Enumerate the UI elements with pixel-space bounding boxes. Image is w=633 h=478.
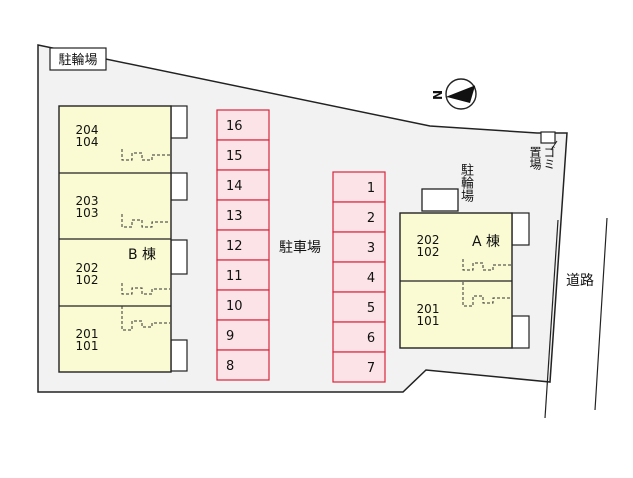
parking-left-space-11	[216, 259, 270, 291]
road-label: 道路	[566, 273, 594, 289]
garbage-area-label: ゴミ置場	[528, 146, 556, 170]
bicycle-parking-a-rack	[421, 188, 459, 212]
parking-right-space-7	[332, 351, 386, 383]
parking-right-space-3	[332, 231, 386, 263]
building-a-label: A 棟	[472, 234, 500, 250]
parking-right-number-5: 5	[367, 301, 375, 316]
building-b-unit-number: 102	[75, 273, 99, 287]
parking-right-number-2: 2	[367, 211, 375, 226]
parking-left-number-16: 16	[226, 119, 243, 134]
parking-right-number-1: 1	[367, 181, 375, 196]
parking-left-number-13: 13	[226, 209, 243, 224]
road-edge-right	[594, 217, 608, 411]
svg-text:N: N	[431, 90, 445, 100]
building-a-unit-number: 101	[416, 314, 440, 328]
parking-right-number-6: 6	[367, 331, 375, 346]
road-edge-left	[544, 219, 559, 419]
parking-left-number-8: 8	[226, 359, 234, 374]
garbage-box	[540, 131, 556, 144]
parking-right-space-5	[332, 291, 386, 323]
parking-left-number-11: 11	[226, 269, 243, 284]
parking-left-space-12	[216, 229, 270, 261]
building-b-unit-number: 203	[75, 194, 99, 208]
parking-right-number-4: 4	[367, 271, 375, 286]
parking-left-space-14	[216, 169, 270, 201]
parking-column-right: 1 2 3 4 5 6 7	[332, 171, 386, 383]
bicycle-parking-box	[49, 47, 107, 71]
parking-left-number-9: 9	[226, 329, 234, 344]
building-a: A 棟	[399, 212, 530, 349]
parking-left-space-13	[216, 199, 270, 231]
building-a-unit-number: 102	[416, 245, 440, 259]
parking-left-number-12: 12	[226, 239, 243, 254]
bicycle-parking-label: 駐輪場	[58, 52, 97, 68]
building-b-unit-number: 101	[75, 339, 99, 353]
parking-left-space-8	[216, 349, 270, 381]
parking-label: 駐車場	[279, 239, 321, 256]
parking-left-space-9	[216, 319, 270, 351]
parking-left-space-10	[216, 289, 270, 321]
north-arrow-icon: N	[431, 78, 477, 110]
parking-left-space-16	[216, 109, 270, 141]
parking-right-space-2	[332, 201, 386, 233]
building-b-unit-number: 103	[75, 206, 99, 220]
parking-right-space-6	[332, 321, 386, 353]
building-a-unit-number: 202	[416, 233, 440, 247]
building-b-unit-number: 202	[75, 261, 99, 275]
building-b-unit-number: 104	[75, 135, 99, 149]
building-b-unit-number: 204	[75, 123, 99, 137]
parking-left-number-14: 14	[226, 179, 243, 194]
parking-left-number-10: 10	[226, 299, 243, 314]
building-a-unit-number: 201	[416, 302, 440, 316]
parking-left-number-15: 15	[226, 149, 243, 164]
parking-right-space-4	[332, 261, 386, 293]
building-b: B 棟	[58, 105, 188, 373]
parking-right-number-7: 7	[367, 361, 375, 376]
parking-right-number-3: 3	[367, 241, 375, 256]
parking-right-space-1	[332, 171, 386, 203]
parking-left-space-15	[216, 139, 270, 171]
bicycle-parking-a-label: 駐輪場	[458, 163, 473, 202]
parking-column-left: 16 15 14 13 12 11 10 9 8	[216, 109, 270, 381]
building-b-unit-number: 201	[75, 327, 99, 341]
building-b-label: B 棟	[128, 247, 156, 263]
